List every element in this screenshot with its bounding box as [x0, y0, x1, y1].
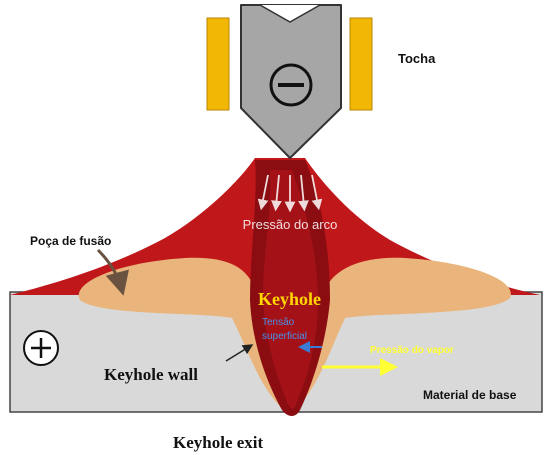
keyhole-label: Keyhole: [258, 289, 321, 309]
base-material-label: Material de base: [423, 388, 517, 402]
vapor-pressure-label: Pressão do vapor: [370, 345, 454, 356]
weld-pool-label: Poça de fusão: [30, 234, 111, 248]
keyhole-wall-label: Keyhole wall: [104, 365, 198, 384]
torch-label: Tocha: [398, 51, 436, 66]
surface-tension-label-line2: superficial: [262, 331, 307, 342]
torch-shield-left: [207, 18, 229, 110]
surface-tension-label-line1: Tensão: [262, 317, 295, 328]
torch-shield-right: [350, 18, 372, 110]
arc-pressure-label: Pressão do arco: [243, 217, 338, 232]
keyhole-exit-label: Keyhole exit: [173, 433, 264, 452]
